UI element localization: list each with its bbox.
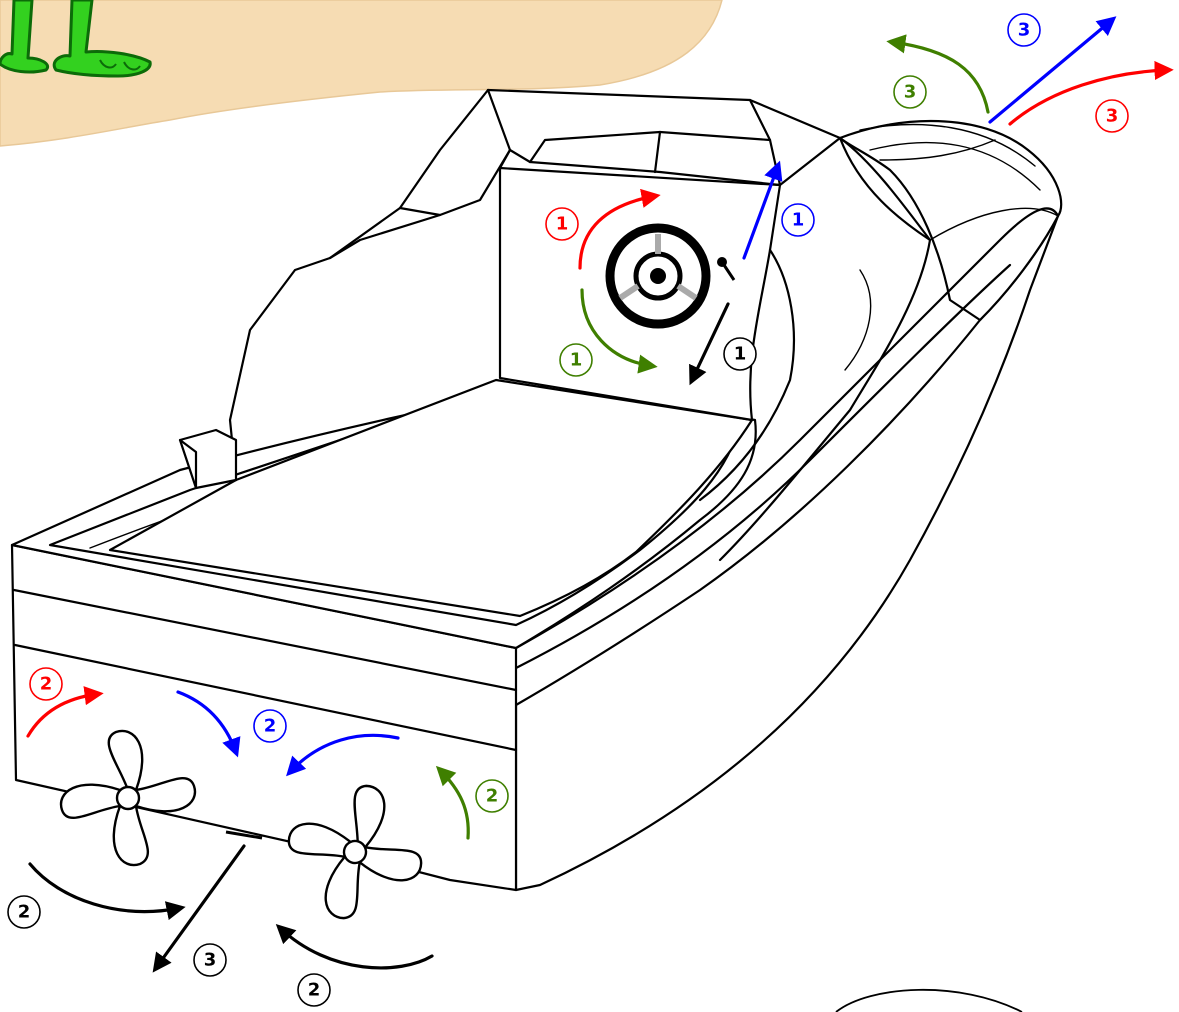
label-2-blue: 2 xyxy=(254,710,286,742)
svg-text:1: 1 xyxy=(734,344,747,365)
svg-text:2: 2 xyxy=(18,902,31,923)
label-2-red: 2 xyxy=(30,668,62,700)
arrow-3-red xyxy=(1010,70,1168,124)
label-2-black-left: 2 xyxy=(8,896,40,928)
label-3-blue: 3 xyxy=(1008,14,1040,46)
svg-text:1: 1 xyxy=(570,350,583,371)
svg-text:3: 3 xyxy=(1018,20,1031,41)
svg-text:3: 3 xyxy=(204,950,217,971)
svg-text:2: 2 xyxy=(486,786,499,807)
label-3-red: 3 xyxy=(1096,100,1128,132)
svg-text:1: 1 xyxy=(792,210,805,231)
label-1-black: 1 xyxy=(724,338,756,370)
svg-text:2: 2 xyxy=(308,980,321,1001)
steering-wheel-icon xyxy=(610,228,706,324)
arrow-2-black-left xyxy=(30,864,180,911)
oval-outline xyxy=(836,990,1022,1012)
svg-text:1: 1 xyxy=(556,214,569,235)
svg-text:2: 2 xyxy=(264,716,277,737)
label-2-black-bottom: 2 xyxy=(298,974,330,1006)
label-1-red: 1 xyxy=(546,208,578,240)
label-3-black: 3 xyxy=(194,944,226,976)
label-3-green: 3 xyxy=(894,76,926,108)
svg-text:3: 3 xyxy=(904,82,917,103)
svg-text:3: 3 xyxy=(1106,106,1119,127)
arrow-2-black-bottom xyxy=(280,928,432,968)
svg-text:2: 2 xyxy=(40,674,53,695)
label-1-blue: 1 xyxy=(782,204,814,236)
label-1-green: 1 xyxy=(560,344,592,376)
label-2-green: 2 xyxy=(476,780,508,812)
boat xyxy=(12,90,1061,890)
